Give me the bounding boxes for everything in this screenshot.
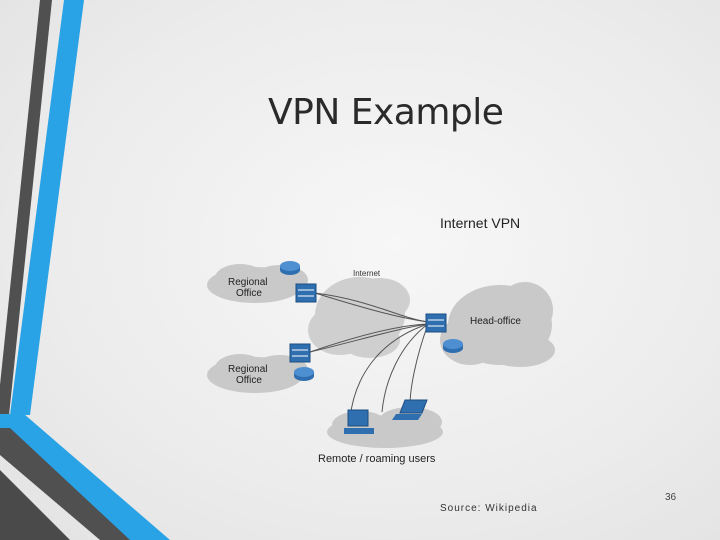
router-icon [294, 367, 314, 381]
firewall-icon [425, 313, 447, 333]
regional-office-1-cloud [207, 264, 308, 303]
vpn-tunnels [309, 292, 429, 419]
remote-users-label: Remote / roaming users [318, 453, 436, 465]
regional-office-1-line-1: Regional [228, 277, 267, 288]
internet-cloud [308, 277, 410, 358]
regional-office-1-line-2: Office [236, 288, 262, 299]
regional-office-1-label: Regional Office [228, 277, 270, 299]
firewall-icon [289, 343, 311, 363]
regional-office-2-label: Regional Office [228, 364, 270, 386]
router-icon [280, 261, 300, 275]
internet-label: Internet [353, 269, 381, 278]
slide-title: VPN Example [268, 92, 504, 133]
bottom-dark-band [0, 428, 130, 540]
bottom-corner-dark [0, 470, 70, 540]
slide-number: 36 [665, 492, 677, 503]
remote-users-cloud [327, 407, 443, 448]
vpn-diagram: Internet VPN Internet Regional Office Re… [207, 215, 555, 465]
desktop-computer-icon [344, 409, 374, 434]
router-icon [443, 339, 463, 353]
firewall-icon [295, 283, 317, 303]
bottom-blue-band [0, 414, 170, 540]
source-caption: Source: Wikipedia [440, 503, 538, 514]
diagram-title: Internet VPN [440, 215, 520, 231]
regional-office-2-cloud [207, 354, 308, 393]
regional-office-2-line-1: Regional [228, 364, 267, 375]
left-blue-stripe [10, 0, 84, 415]
regional-office-2-line-2: Office [236, 375, 262, 386]
laptop-icon [392, 399, 428, 420]
left-dark-stripe [0, 0, 52, 425]
head-office-label: Head-office [470, 316, 521, 327]
